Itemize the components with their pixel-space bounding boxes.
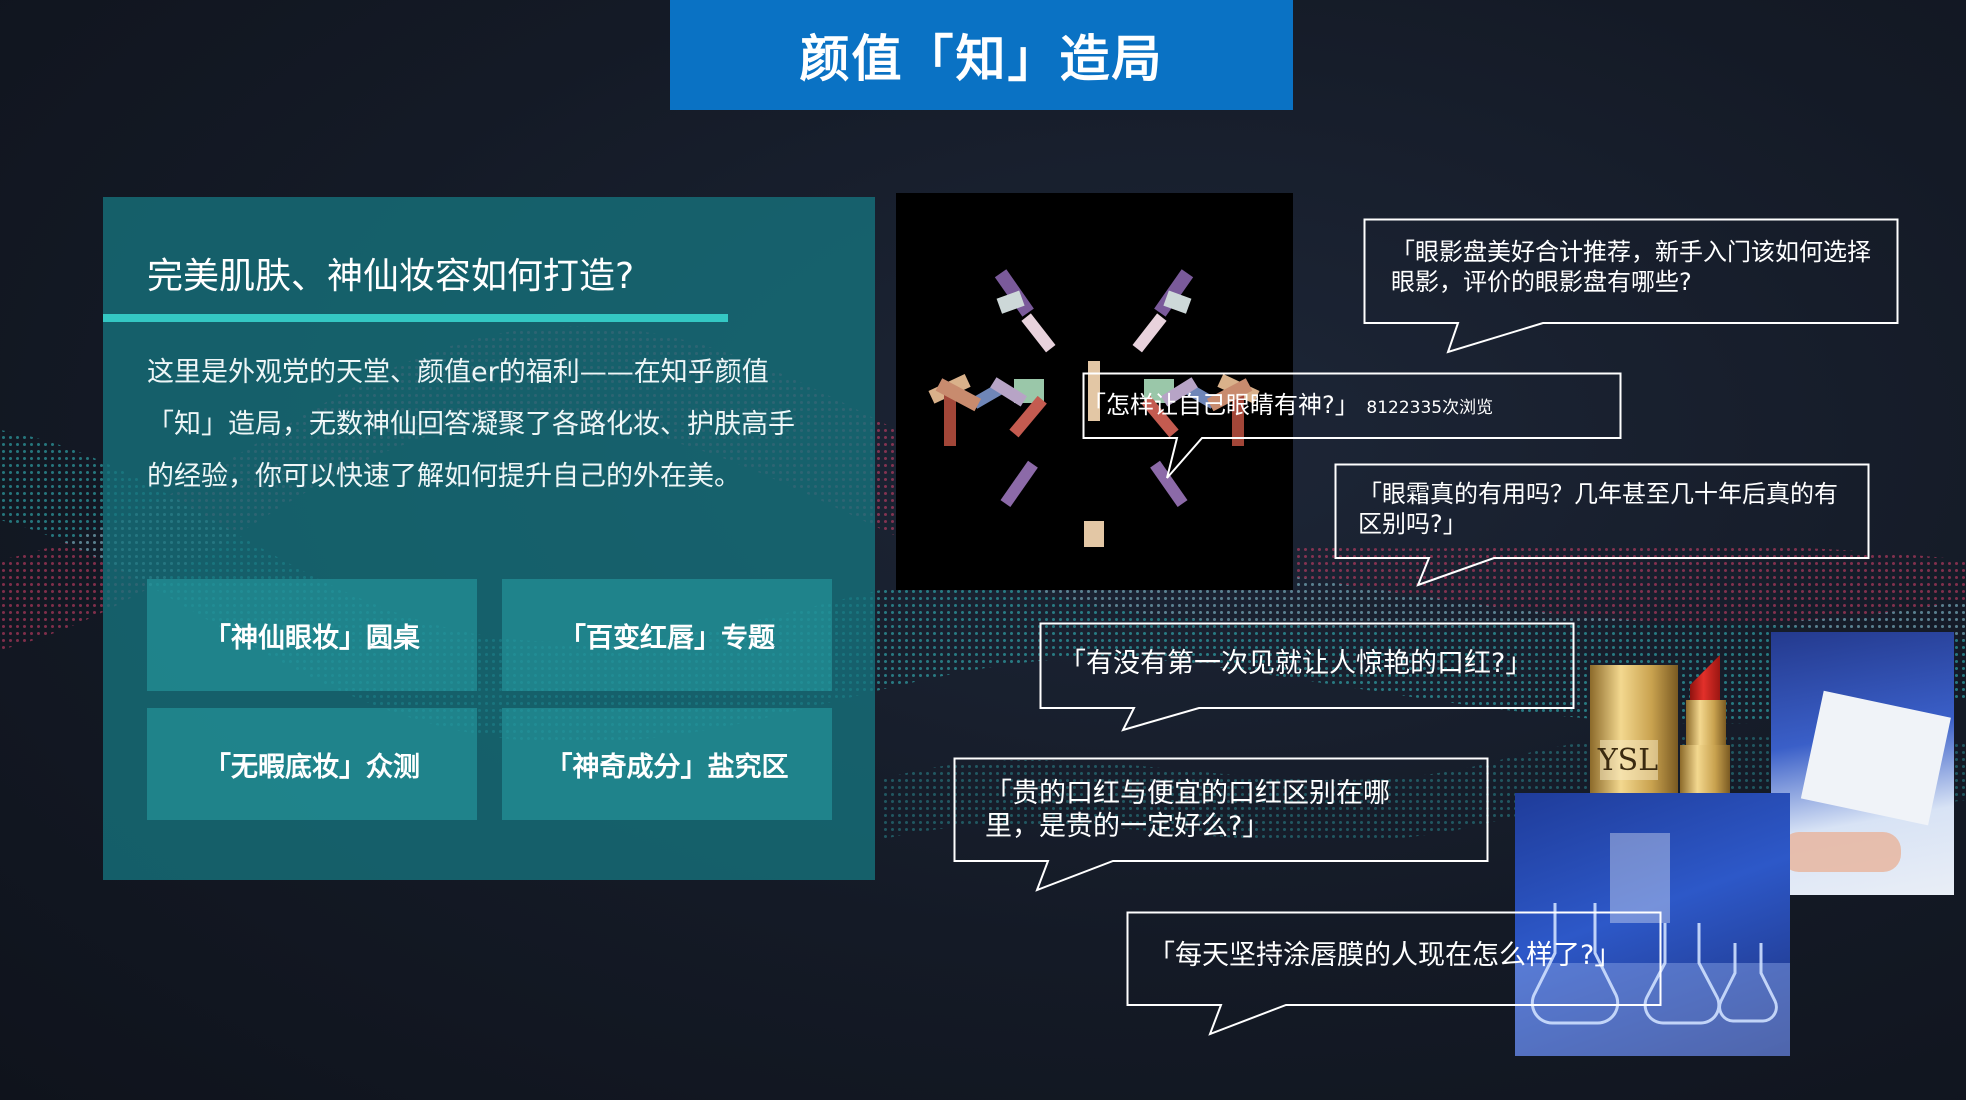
question-bubble-stunning-lipstick[interactable]: 「有没有第一次见就让人惊艳的口红?」 — [1039, 622, 1575, 732]
svg-text:YSL: YSL — [1597, 743, 1658, 778]
question-text: 「眼霜真的有用吗？几年甚至几十年后真的有区别吗?」 — [1358, 480, 1838, 538]
foundation-review-button[interactable]: 「无暇底妆」众测 — [147, 708, 477, 820]
title-banner: 颜值「知」造局 — [670, 0, 1293, 110]
bubble-outline — [1334, 463, 1870, 587]
question-text: 「有没有第一次见就让人惊艳的口红?」 — [1059, 648, 1533, 679]
question-bubble-eyeshadow-palette[interactable]: 「眼影盘美好合计推荐，新手入门该如何选择眼影，评价的眼影盘有哪些? — [1363, 218, 1899, 354]
bubble-outline — [1039, 622, 1575, 732]
question-bubble-lip-mask[interactable]: 「每天坚持涂唇膜的人现在怎么样了?」 — [1126, 911, 1662, 1036]
event-photo-clipboard — [1771, 632, 1954, 895]
bubble-outline — [1126, 911, 1662, 1036]
bubble-outline — [1363, 218, 1899, 354]
panel-heading: 完美肌肤、神仙妆容如何打造? — [147, 256, 635, 297]
question-text: 「每天坚持涂唇膜的人现在怎么样了?」 — [1148, 940, 1622, 971]
event-photo-lab — [1515, 793, 1790, 1056]
view-count: 8122335次浏览 — [1366, 398, 1494, 418]
question-text: 「眼影盘美好合计推荐，新手入门该如何选择眼影，评价的眼影盘有哪些? — [1391, 238, 1871, 296]
question-bubble-bright-eyes[interactable]: 「怎样让自己眼睛有神?」 8122335次浏览 — [1082, 372, 1622, 480]
page-title: 颜值「知」造局 — [799, 30, 1164, 88]
panel-body-text: 这里是外观党的天堂、颜值er的福利——在知乎颜值「知」造局，无数神仙回答凝聚了各… — [147, 357, 795, 492]
question-text: 「贵的口红与便宜的口红区别在哪里，是贵的一定好么?」 — [985, 778, 1390, 842]
question-text-wrap: 「怎样让自己眼睛有神?」 8122335次浏览 — [1082, 390, 1622, 423]
eyeshadow-palette-image — [896, 193, 1293, 590]
bubble-outline — [953, 757, 1489, 892]
question-bubble-eye-cream[interactable]: 「眼霜真的有用吗？几年甚至几十年后真的有区别吗?」 — [1334, 463, 1870, 587]
question-text: 「怎样让自己眼睛有神?」 — [1082, 391, 1359, 419]
eye-makeup-roundtable-button[interactable]: 「神仙眼妆」圆桌 — [147, 579, 477, 691]
bubble-outline — [1082, 372, 1622, 479]
ingredients-zone-button[interactable]: 「神奇成分」盐究区 — [502, 708, 832, 820]
intro-panel: 完美肌肤、神仙妆容如何打造? 这里是外观党的天堂、颜值er的福利——在知乎颜值「… — [103, 197, 875, 880]
lip-color-topic-button[interactable]: 「百变红唇」专题 — [502, 579, 832, 691]
question-bubble-expensive-lipstick[interactable]: 「贵的口红与便宜的口红区别在哪里，是贵的一定好么?」 — [953, 757, 1489, 892]
heading-underline — [103, 314, 728, 322]
